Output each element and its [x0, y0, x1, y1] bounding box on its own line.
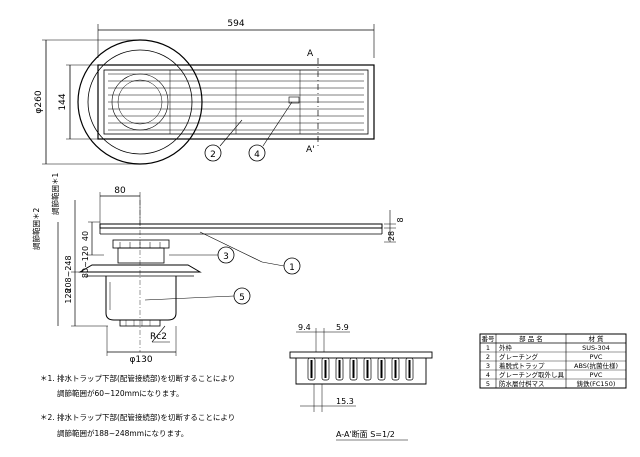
balloon-5 — [233, 287, 251, 305]
balloon-4 — [248, 144, 266, 162]
table-header-number: 番号 — [482, 335, 496, 343]
section-grating-bar-core — [352, 360, 355, 378]
dim-15-3: 15.3 — [336, 397, 354, 406]
dim-208-248: 208~248 — [64, 255, 73, 292]
section-grating-bar-core — [408, 360, 411, 378]
dim-80: 80 — [114, 186, 126, 196]
dim-28: 28 — [387, 231, 396, 241]
parts-table: 番号 部 品 名 材 質 1 外枠 SUS-304 2 グレーチング PVC 3… — [479, 333, 627, 389]
section-grating-bar-core — [338, 360, 341, 378]
dim-9-4: 9.4 — [298, 323, 311, 332]
section-grating-bar — [377, 357, 386, 381]
table-row-5-no: 5 — [486, 380, 490, 388]
dim-8: 8 — [396, 217, 405, 222]
balloon-1-label: 1 — [289, 263, 295, 273]
note-2-line1: 排水トラップ下部(配管接続部)を切断することにより — [57, 412, 235, 422]
section-grating-bar — [307, 357, 316, 381]
section-mark-a-prime: A' — [306, 145, 315, 155]
table-header-part-name: 部 品 名 — [519, 334, 543, 343]
table-row-4-material: PVC — [590, 371, 603, 379]
section-grating-bar — [335, 357, 344, 381]
table-row-2-no: 2 — [486, 353, 490, 361]
note-1-line1: 排水トラップ下部(配管接続部)を切断することにより — [57, 373, 235, 383]
plan-diameter-dim: φ260 — [34, 90, 44, 113]
table-row-4-name: グレーチング取外し具 — [499, 370, 565, 379]
table-row-3-material: ABS(抗菌仕様) — [574, 361, 618, 370]
adjust-range-2-label: 調節範囲＊2 — [31, 208, 41, 250]
side-view: 調節範囲＊1 調節範囲＊2 80 40 80~120 208~248 128 8… — [31, 173, 405, 365]
table-row-4-no: 4 — [486, 371, 490, 379]
plan-width-dim: 594 — [227, 19, 244, 29]
section-grating-bar — [349, 357, 358, 381]
section-grating-bar-core — [324, 360, 327, 378]
section-view: 9.4 5.9 15.3 A-A'断面 S=1/2 — [289, 323, 433, 441]
rc2-label: Rc2 — [150, 332, 167, 342]
dia-130: φ130 — [129, 355, 152, 365]
note-2-mark: ＊2. — [40, 413, 55, 422]
balloon-2-label: 2 — [210, 150, 216, 160]
section-caption: A-A'断面 S=1/2 — [336, 429, 395, 439]
section-grating-bar — [391, 357, 400, 381]
dim-5-9: 5.9 — [336, 323, 349, 332]
balloon-5-label: 5 — [239, 293, 245, 303]
plan-view: 594 φ260 144 A A' 2 — [34, 19, 375, 165]
dim-128: 128 — [64, 288, 73, 303]
note-1-mark: ＊1. — [40, 374, 55, 383]
adjust-range-1-label: 調節範囲＊1 — [50, 173, 60, 215]
section-grating-bar-core — [380, 360, 383, 378]
table-row-1-material: SUS-304 — [582, 344, 610, 352]
table-row-3-no: 3 — [486, 362, 490, 370]
section-grating-bar — [363, 357, 372, 381]
note-2-line2: 調節範囲が188~248mmになります。 — [57, 428, 188, 438]
section-grating-bar — [405, 357, 414, 381]
balloon-3-label: 3 — [223, 252, 229, 262]
table-row-3-name: 着脱式トラップ — [499, 361, 545, 370]
table-row-2-material: PVC — [590, 353, 603, 361]
table-row-2-name: グレーチング — [499, 352, 539, 361]
note-1-line2: 調節範囲が60~120mmになります。 — [57, 388, 184, 398]
table-header-material: 材 質 — [588, 334, 604, 343]
dim-80-120: 80~120 — [81, 246, 90, 278]
section-grating-bar-core — [366, 360, 369, 378]
balloon-3 — [217, 246, 235, 264]
table-row-1-no: 1 — [486, 344, 490, 352]
balloon-4-label: 4 — [254, 150, 260, 160]
table-row-5-material: 鋳鉄(FC150) — [577, 379, 616, 388]
section-grating-bar — [321, 357, 330, 381]
section-grating-bar-core — [310, 360, 313, 378]
plan-height-dim: 144 — [58, 93, 68, 110]
table-row-1-name: 外枠 — [499, 343, 513, 352]
section-grating-bar-core — [394, 360, 397, 378]
section-grating-bars — [307, 357, 414, 381]
dim-40: 40 — [81, 231, 90, 241]
table-row-5-name: 防水層付桝マス — [499, 379, 545, 388]
balloon-2 — [204, 144, 222, 162]
notes: ＊1. 排水トラップ下部(配管接続部)を切断することにより 調節範囲が60~12… — [40, 373, 235, 438]
section-mark-a: A — [307, 49, 314, 59]
